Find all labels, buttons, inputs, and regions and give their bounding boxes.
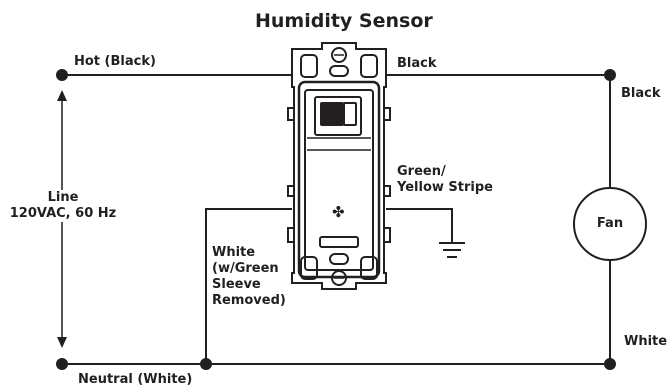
top-left-slot (300, 54, 318, 78)
humidity-sensor-device (287, 42, 391, 290)
junction-dot-white (200, 358, 212, 370)
sensor-lens (320, 102, 344, 126)
top-right-slot (360, 54, 378, 78)
terminal-dot-hot (56, 69, 68, 81)
terminal-right-mid (383, 185, 391, 197)
top-mount-hole (329, 65, 349, 77)
fan-circle (573, 187, 647, 261)
sensor-led (343, 102, 357, 126)
top-screw-icon (331, 47, 347, 63)
bottom-mount-hole (329, 253, 349, 265)
device-bottom-tab (319, 236, 359, 248)
label-white-right: White (624, 334, 668, 349)
label-black-right: Black (621, 86, 661, 101)
label-green: Green/ (397, 164, 446, 179)
device-body (297, 80, 381, 279)
label-sleeve: Sleeve (212, 277, 261, 292)
terminal-dot-neutral (56, 358, 68, 370)
label-hot-black: Hot (Black) (74, 54, 156, 69)
terminal-left-top (287, 107, 295, 121)
ground-wire (386, 208, 453, 242)
terminal-dot-black (604, 69, 616, 81)
label-neutral-white: Neutral (White) (78, 372, 193, 387)
fan-icon: ✤ (332, 203, 345, 221)
white-wire (205, 208, 292, 364)
mounting-strap (291, 42, 387, 290)
label-line: Line (0, 190, 126, 206)
arrow-up-head (57, 90, 67, 101)
label-white: White (212, 245, 256, 260)
terminal-dot-white (604, 358, 616, 370)
arrow-down-head (57, 337, 67, 348)
diagram-title: Humidity Sensor (255, 10, 433, 32)
label-line-spec: 120VAC, 60 Hz (0, 206, 126, 222)
terminal-left-mid (287, 185, 295, 197)
sensor-window (314, 96, 362, 136)
terminal-right-top (383, 107, 391, 121)
bottom-right-slot (360, 256, 378, 280)
fan-label: Fan (596, 216, 624, 231)
label-yellow-stripe: Yellow Stripe (397, 180, 493, 195)
terminal-left-bottom (287, 227, 295, 243)
bottom-screw-icon (331, 270, 347, 286)
bottom-left-slot (300, 256, 318, 280)
label-black-top: Black (397, 56, 437, 71)
label-removed: Removed) (212, 293, 286, 308)
label-green-sleeve: (w/Green (212, 261, 279, 276)
terminal-right-bottom (383, 227, 391, 243)
